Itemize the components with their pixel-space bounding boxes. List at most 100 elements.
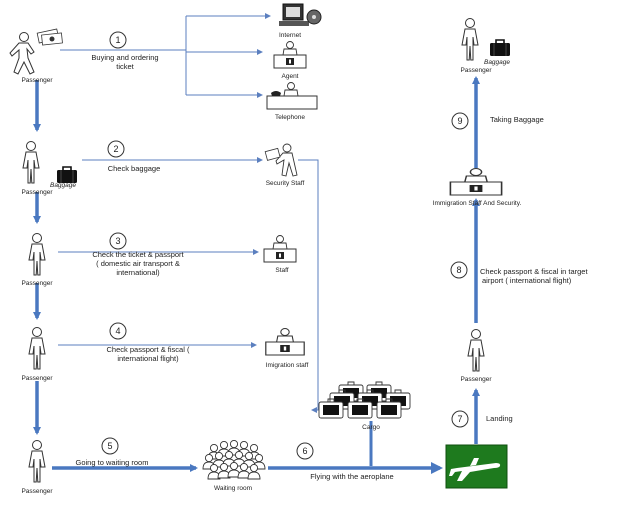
money-icon [36,28,63,46]
immigration-security-label: Immigration Staff And Security. [433,200,522,207]
passenger-final: Baggage Passenger [460,18,511,74]
step-number: 4 [115,326,120,336]
step-5-text-line-1: Going to waiting room [76,458,149,467]
step-2: 2 Check baggage [107,140,161,173]
step-number: 5 [107,441,112,451]
step-number-circle [107,140,125,158]
step-1-text-line-2: ticket [116,62,134,71]
crowd-icon [202,439,266,480]
passenger-label: Passenger [21,189,53,196]
immigration-security-node: Immigration Staff And Security. [433,167,522,207]
telephone-desk-icon [266,82,318,110]
step-9: 9 Taking Baggage [451,112,544,130]
desk-agent-icon [273,41,307,69]
step-8-text-line-2: airport ( international flight) [482,276,572,285]
desk-staff-icon [263,235,297,263]
step-3-text-line-1: Check the ticket & passport [92,250,184,259]
person-icon [28,233,46,276]
step-1: 1 Buying and ordering ticket [91,31,159,71]
step-number: 2 [113,144,118,154]
staff-label: Staff [275,267,288,274]
step-8: 8 Check passport & fiscal in target airp… [450,261,588,285]
agent-label: Agent [282,73,299,80]
baggage-label: Baggage [50,182,76,189]
passenger-3: Passenger [21,233,53,287]
person-icon [467,329,485,372]
person-icon [22,141,40,184]
step-number-circle [296,442,314,460]
step-8-text-line-1: Check passport & fiscal in target [480,267,588,276]
passenger-label: Passenger [21,280,53,287]
internet-node: Internet [279,3,322,39]
passenger-4: Passenger [21,327,53,382]
baggage-label: Baggage [484,59,510,66]
step-5: 5 Going to waiting room [76,437,149,467]
passenger-2: Baggage Passenger [21,141,78,196]
step-6-text-line-1: Flying with the aeroplane [310,472,393,481]
step-1-text-line-1: Buying and ordering [91,53,158,62]
internet-label: Internet [279,32,301,39]
step-number-circle [109,31,127,49]
passenger-label: Passenger [460,376,492,383]
step-2-text-line-1: Check baggage [108,164,161,173]
waiting-room-label: Waiting room [214,485,252,492]
agent-node: Agent [273,41,307,80]
staff-node: Staff [263,235,297,274]
step-6: 6 Flying with the aeroplane [296,442,394,481]
waiting-room-node: Waiting room [202,439,266,492]
step-4: 4 Check passport & fiscal ( internationa… [107,322,190,363]
step-number-circle [101,437,119,455]
step-9-text-line-1: Taking Baggage [490,115,544,124]
passenger-label: Passenger [21,375,53,382]
step-4-text-line-1: Check passport & fiscal ( [107,345,190,354]
immigration-staff-label: Imigration staff [266,362,309,369]
passenger-label: Passenger [460,67,492,74]
step-number: 8 [456,265,461,275]
cargo-label: Cargo [362,424,380,431]
passenger-1: Passenger [9,28,63,84]
step-number-circle [109,232,127,250]
telephone-node: Telephone [266,82,318,121]
step-number: 1 [115,35,120,45]
step-number-circle [451,112,469,130]
step-3-text-line-3: international) [116,268,160,277]
desk-immigration-icon [265,327,305,356]
step-number: 6 [302,446,307,456]
step-3-text-line-2: ( domestic air transport & [96,259,180,268]
passenger-flow-arrows [33,76,480,474]
airplane-icon [449,458,501,481]
telephone-label: Telephone [275,114,305,121]
connector-lines [58,13,319,413]
step-7: 7 Landing [451,410,513,428]
step-number-circle [450,261,468,279]
desk-immigration-security-icon [449,167,503,196]
security-staff-label: Security Staff [266,180,305,187]
passenger-label: Passenger [21,77,53,84]
person-icon [28,327,46,370]
step-number-circle [109,322,127,340]
security-guard-icon [264,143,298,177]
security-staff-node: Security Staff [264,143,305,187]
step-7-text-line-1: Landing [486,414,513,423]
cargo-node: Cargo [318,381,411,431]
step-4-text-line-2: international flight) [117,354,179,363]
suitcase-icon [56,166,78,184]
step-number: 7 [457,414,462,424]
airport-sign [445,444,508,489]
step-3: 3 Check the ticket & passport ( domestic… [92,232,185,277]
step-number-circle [451,410,469,428]
walking-person-icon [9,32,35,75]
connector-baggage-to-cargo [298,159,319,413]
cargo-suitcases-icon [318,381,411,419]
immigration-staff-node: Imigration staff [265,327,309,369]
suitcase-icon [489,39,511,57]
computer-icon [279,3,322,26]
passenger-5: Passenger [21,440,53,495]
person-icon [28,440,46,483]
step-number: 9 [457,116,462,126]
passenger-label: Passenger [21,488,53,495]
person-icon [461,18,479,61]
step-number: 3 [115,236,120,246]
